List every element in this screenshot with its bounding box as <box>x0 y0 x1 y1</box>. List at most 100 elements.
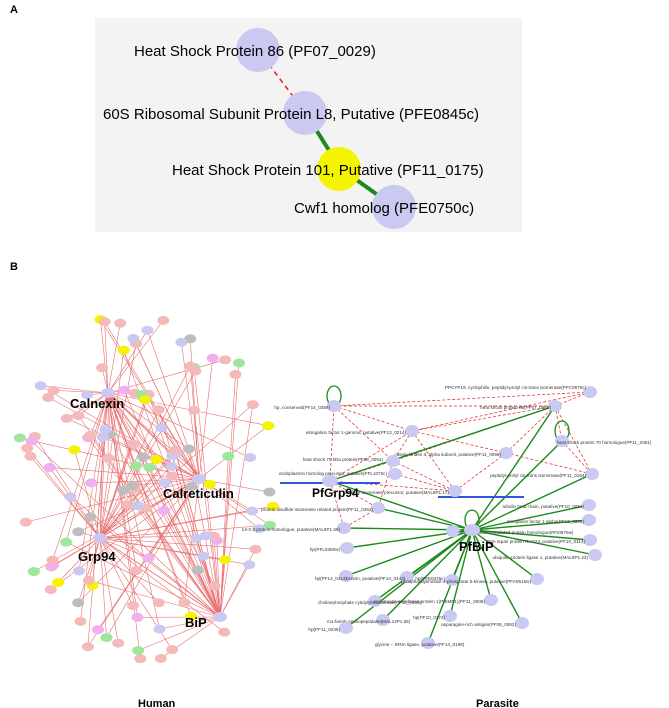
hub-calreticulin-label: Calreticulin <box>163 486 234 501</box>
human-node <box>168 445 181 455</box>
parasite-node-label: hp(PF11_0236) <box>308 627 340 632</box>
human-edge <box>99 365 191 539</box>
human-edge <box>99 524 270 539</box>
human-node <box>152 405 165 415</box>
parasite-dashed-edge <box>411 391 591 432</box>
parasite-dashed-edge <box>505 405 556 454</box>
parasite-node-label: hp(PF14_0413) <box>315 576 347 581</box>
human-node <box>175 337 188 347</box>
human-node <box>98 317 111 327</box>
human-edge <box>142 457 221 618</box>
parasite-network: PPCYP19, cyclophilin, peptidyl-prolyl ci… <box>242 385 652 649</box>
label-l8: 60S Ribosomal Subunit Protein L8, Putati… <box>103 106 479 123</box>
human-node <box>96 432 109 442</box>
human-edge <box>123 390 221 618</box>
human-edge <box>148 478 200 559</box>
parasite-dashed-edge <box>329 405 335 482</box>
human-node <box>100 633 113 643</box>
hub-pfgrp94-label: PfGrp94 <box>312 486 359 500</box>
parasite-node-p4 <box>405 425 419 437</box>
human-node <box>27 567 40 577</box>
human-edge <box>99 452 177 539</box>
human-node <box>72 598 85 608</box>
human-edge <box>99 429 106 539</box>
parasite-node-label: m1-family aminopeptidase(MAL13P1.56) <box>327 619 411 624</box>
human-edge <box>107 392 157 460</box>
human-hub-node <box>93 533 107 543</box>
human-edge <box>99 537 221 618</box>
human-node <box>19 517 32 527</box>
human-node <box>266 501 279 511</box>
human-node <box>132 645 145 655</box>
node-l8 <box>283 91 327 135</box>
human-node <box>157 315 170 325</box>
human-edge <box>147 330 200 480</box>
parasite-dashed-edge <box>411 430 456 492</box>
label-hsp101: Heat Shock Protein 101, Putative (PF11_0… <box>172 162 484 179</box>
human-node <box>253 524 266 534</box>
human-edge <box>99 399 146 539</box>
human-hub-node <box>213 612 227 622</box>
parasite-solid-edge <box>382 529 473 621</box>
parasite-node-p1 <box>583 386 597 398</box>
human-node <box>158 478 171 488</box>
parasite-node-p8 <box>388 468 402 480</box>
panel-a-letter: A <box>10 4 18 16</box>
parasite-dashed-edge <box>333 405 394 462</box>
parasite-node-label: 78 kDa glucose-regulated protein homolog… <box>458 530 574 535</box>
human-node <box>219 555 232 565</box>
human-node <box>197 551 210 561</box>
caption-parasite: Parasite <box>476 698 519 708</box>
human-node <box>244 452 257 462</box>
human-edge <box>66 418 200 480</box>
parasite-solid-edge <box>471 529 538 580</box>
parasite-node-label: hp(PFL0350w) <box>310 547 341 552</box>
parasite-node-label: heat shock protein 70 homologue(PF11_035… <box>557 440 652 445</box>
human-node <box>21 443 34 453</box>
parasite-node-label: hp(PFE0475c) <box>415 576 445 581</box>
parasite-node-p27 <box>515 617 529 629</box>
human-node <box>117 485 130 495</box>
human-edge <box>107 392 215 586</box>
human-edge <box>198 358 213 480</box>
parasite-dashed-edge <box>394 473 456 492</box>
parasite-node-label: PPCYP19, cyclophilin, peptidyl-prolyl ci… <box>445 385 587 390</box>
human-node <box>152 598 165 608</box>
human-edge <box>190 365 200 480</box>
human-node <box>99 424 112 434</box>
human-node <box>222 451 235 461</box>
parasite-node-p14 <box>337 522 351 534</box>
human-node <box>64 492 77 502</box>
parasite-node-label: asparagine-rich antigen(PF08_0062) <box>441 622 516 627</box>
human-node <box>130 566 143 576</box>
human-edge <box>99 409 159 539</box>
human-edge <box>53 390 109 394</box>
human-node <box>127 333 140 343</box>
human-edge <box>219 564 250 618</box>
parasite-node-label: elongation factor 1 alpha(PF13_0305) <box>507 519 585 524</box>
human-node <box>46 555 59 565</box>
human-node <box>208 581 221 591</box>
human-edge <box>219 362 240 618</box>
label-cwf1: Cwf1 homolog (PFE0750c) <box>294 200 474 217</box>
parasite-hub-pfgrp94 <box>322 475 338 487</box>
human-node <box>131 501 144 511</box>
parasite-node-p11 <box>371 502 385 514</box>
human-node <box>165 461 178 471</box>
node-cwf1 <box>372 185 416 229</box>
human-edge <box>65 392 109 543</box>
panel-b-letter: B <box>10 261 18 273</box>
human-edge <box>33 478 200 572</box>
human-edge <box>107 392 221 618</box>
human-node <box>262 421 275 431</box>
parasite-dashed-edge <box>411 430 507 454</box>
human-edge <box>137 616 221 651</box>
parasite-node-p16 <box>583 534 597 546</box>
human-node <box>143 462 156 472</box>
human-edge <box>107 392 173 477</box>
parasite-node-p29 <box>421 637 435 649</box>
human-edge <box>78 392 109 416</box>
parasite-node-label: hp, conserved(PF14_0359) <box>274 405 330 410</box>
human-edge <box>99 537 119 644</box>
parasite-dashed-edge <box>333 405 413 432</box>
